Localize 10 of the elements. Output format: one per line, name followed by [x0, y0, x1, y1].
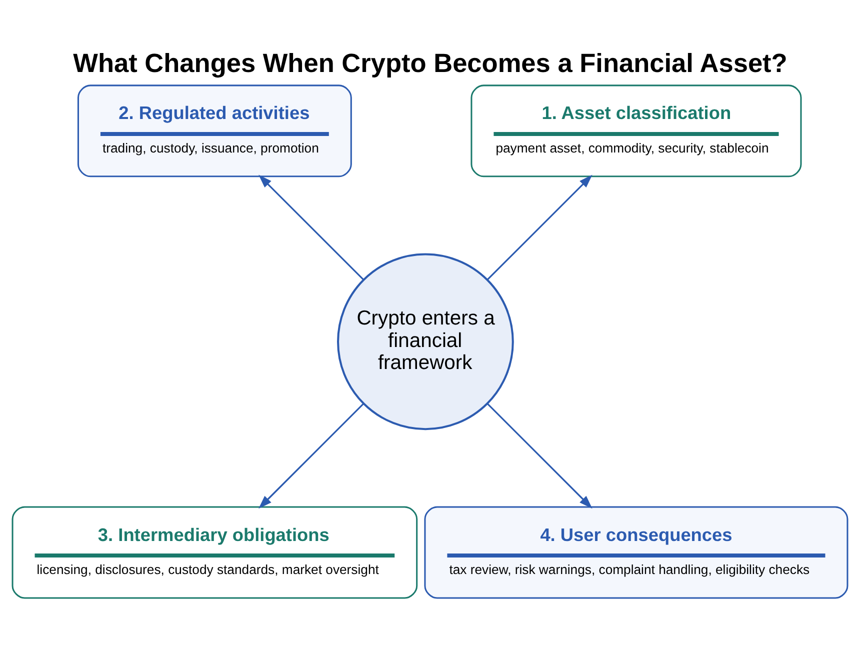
arrow	[486, 402, 592, 508]
arrow	[486, 174, 592, 280]
node-box: 4. User consequences tax review, risk warnings, complaint handling, eligibility checks	[424, 506, 848, 598]
arrow	[258, 402, 364, 508]
node-box: 1. Asset classification payment asset, commodity, security, stablecoin	[470, 84, 802, 177]
node-box: 3. Intermediary obligations licensing, disclosures, custody standards, market oversight	[12, 506, 418, 598]
arrow	[258, 174, 364, 280]
node-box: 2. Regulated activities trading, custody, issuance, promotion	[77, 84, 352, 177]
diagram-title: What Changes When Crypto Becomes a Financial Asset?	[73, 48, 788, 78]
node-circle: Crypto enters a financial framework	[337, 252, 514, 430]
